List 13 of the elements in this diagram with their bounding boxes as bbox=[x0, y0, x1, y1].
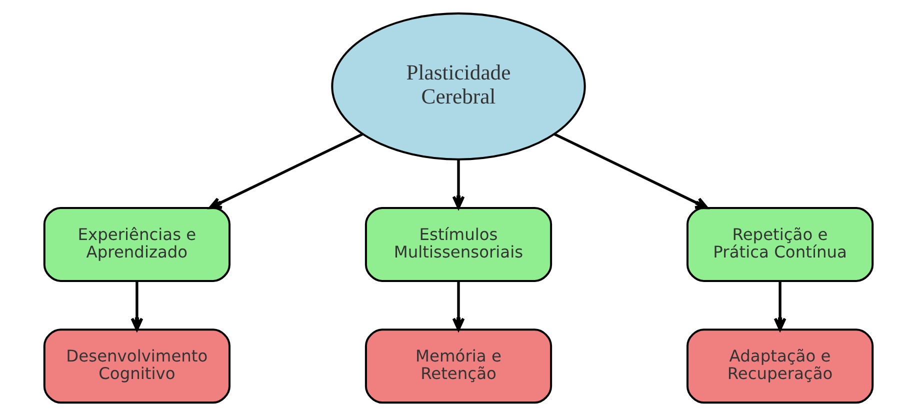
arrow bbox=[554, 132, 708, 210]
arrow bbox=[452, 282, 465, 331]
node-box: Adaptação e Recuperação bbox=[686, 328, 874, 404]
arrow bbox=[130, 282, 144, 331]
arrow bbox=[208, 132, 364, 210]
node-ellipse: Plasticidade Cerebral bbox=[331, 12, 586, 160]
node-box: Desenvolvimento Cognitivo bbox=[43, 328, 231, 404]
arrow bbox=[452, 160, 465, 209]
node-box: Estímulos Multissensoriais bbox=[364, 206, 552, 282]
arrow bbox=[774, 282, 786, 331]
node-box: Memória e Retenção bbox=[364, 328, 552, 404]
node-box: Experiências e Aprendizado bbox=[43, 206, 231, 282]
node-box: Repetição e Prática Contínua bbox=[686, 206, 874, 282]
